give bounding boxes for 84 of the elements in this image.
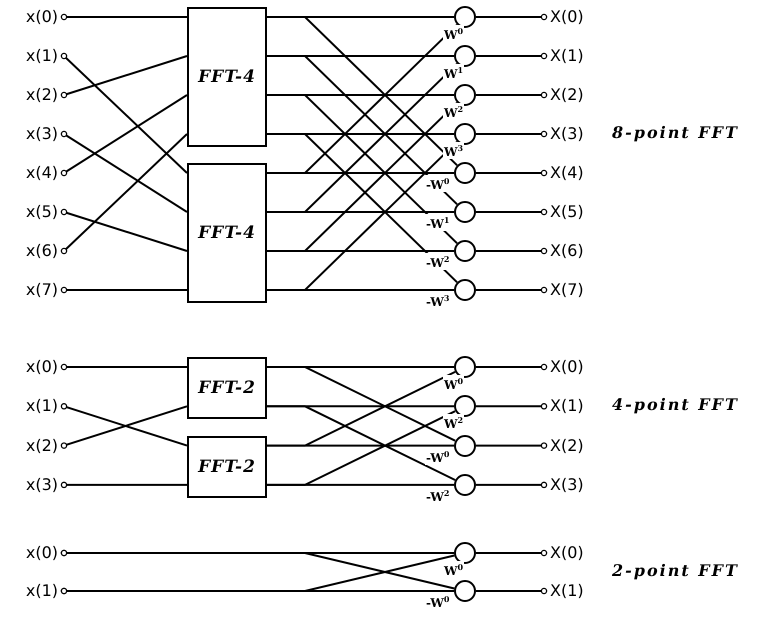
input-label: x(1) [6,395,58,418]
section-title: 2-point FFT [612,561,739,580]
output-label: X(1) [550,45,584,67]
output-label: X(2) [550,434,584,457]
output-label: X(2) [550,84,584,106]
input-label: x(0) [6,542,58,564]
input-label: x(0) [6,6,58,28]
edge-label: W$^{3}$ [443,142,464,159]
fft-block: FFT-4 [187,163,267,303]
adder-circle [454,45,476,67]
edge-label: W$^{0}$ [443,25,464,42]
adder-circle [454,542,476,564]
input-label: x(7) [6,279,58,301]
section-title: 4-point FFT [612,395,739,414]
adder-circle [454,395,476,418]
edge-label: W$^{0}$ [443,375,464,392]
signal-line [60,94,188,176]
signal-line [60,133,188,254]
signal-line [60,52,188,174]
adder-circle [454,162,476,184]
output-label: X(0) [550,6,584,28]
edge-label: -W$^{1}$ [425,214,450,231]
signal-line [476,588,548,594]
signal-line [476,170,548,176]
output-label: X(1) [550,395,584,418]
edge-label: W$^{2}$ [443,103,464,120]
edge-label: W$^{0}$ [443,561,464,578]
output-label: X(1) [550,580,584,602]
input-label: x(1) [6,45,58,67]
signal-line [476,92,548,98]
adder-circle [454,84,476,106]
signal-line [476,482,548,488]
section-title: 8-point FFT [612,123,739,142]
signal-line [476,364,548,370]
signal-line [60,482,187,488]
signal-line [60,286,187,294]
signal-line [60,364,187,370]
output-label: X(4) [550,162,584,184]
adder-circle [454,123,476,145]
adder-circle [454,474,476,496]
adder-circle [454,356,476,378]
input-label: x(1) [6,580,58,602]
edge-label: -W$^{2}$ [425,253,450,270]
edge-label: -W$^{0}$ [425,593,450,610]
signal-line [476,248,548,254]
fft-block: FFT-2 [187,436,267,498]
edge-label: -W$^{3}$ [425,292,450,309]
input-label: x(3) [6,123,58,145]
adder-circle [454,580,476,602]
output-label: X(7) [550,279,584,301]
adder-circle [454,434,476,457]
signal-line [476,208,548,216]
input-label: x(2) [6,434,58,457]
output-label: X(5) [550,201,584,223]
signal-line [476,403,548,410]
signal-line [476,14,548,20]
output-label: X(0) [550,356,584,378]
output-label: X(3) [550,474,584,496]
adder-circle [454,201,476,223]
output-label: X(6) [550,240,584,262]
signal-line [60,130,188,213]
signal-line [476,550,548,556]
input-label: x(2) [6,84,58,106]
edge-label: -W$^{0}$ [425,175,450,192]
edge-label: W$^{1}$ [443,64,464,81]
output-label: X(0) [550,542,584,564]
signal-line [476,52,548,60]
output-label: X(3) [550,123,584,145]
fft-block: FFT-2 [187,357,267,420]
signal-line [60,14,187,20]
signal-line [476,130,548,138]
input-label: x(5) [6,201,58,223]
signal-line [60,208,188,252]
input-label: x(0) [6,356,58,378]
adder-circle [454,240,476,262]
input-label: x(3) [6,474,58,496]
signal-line [476,442,548,449]
fft-block: FFT-4 [187,7,267,147]
input-label: x(6) [6,240,58,262]
signal-line [60,55,188,98]
adder-circle [454,6,476,28]
input-label: x(4) [6,162,58,184]
signal-line [476,286,548,294]
adder-circle [454,279,476,301]
